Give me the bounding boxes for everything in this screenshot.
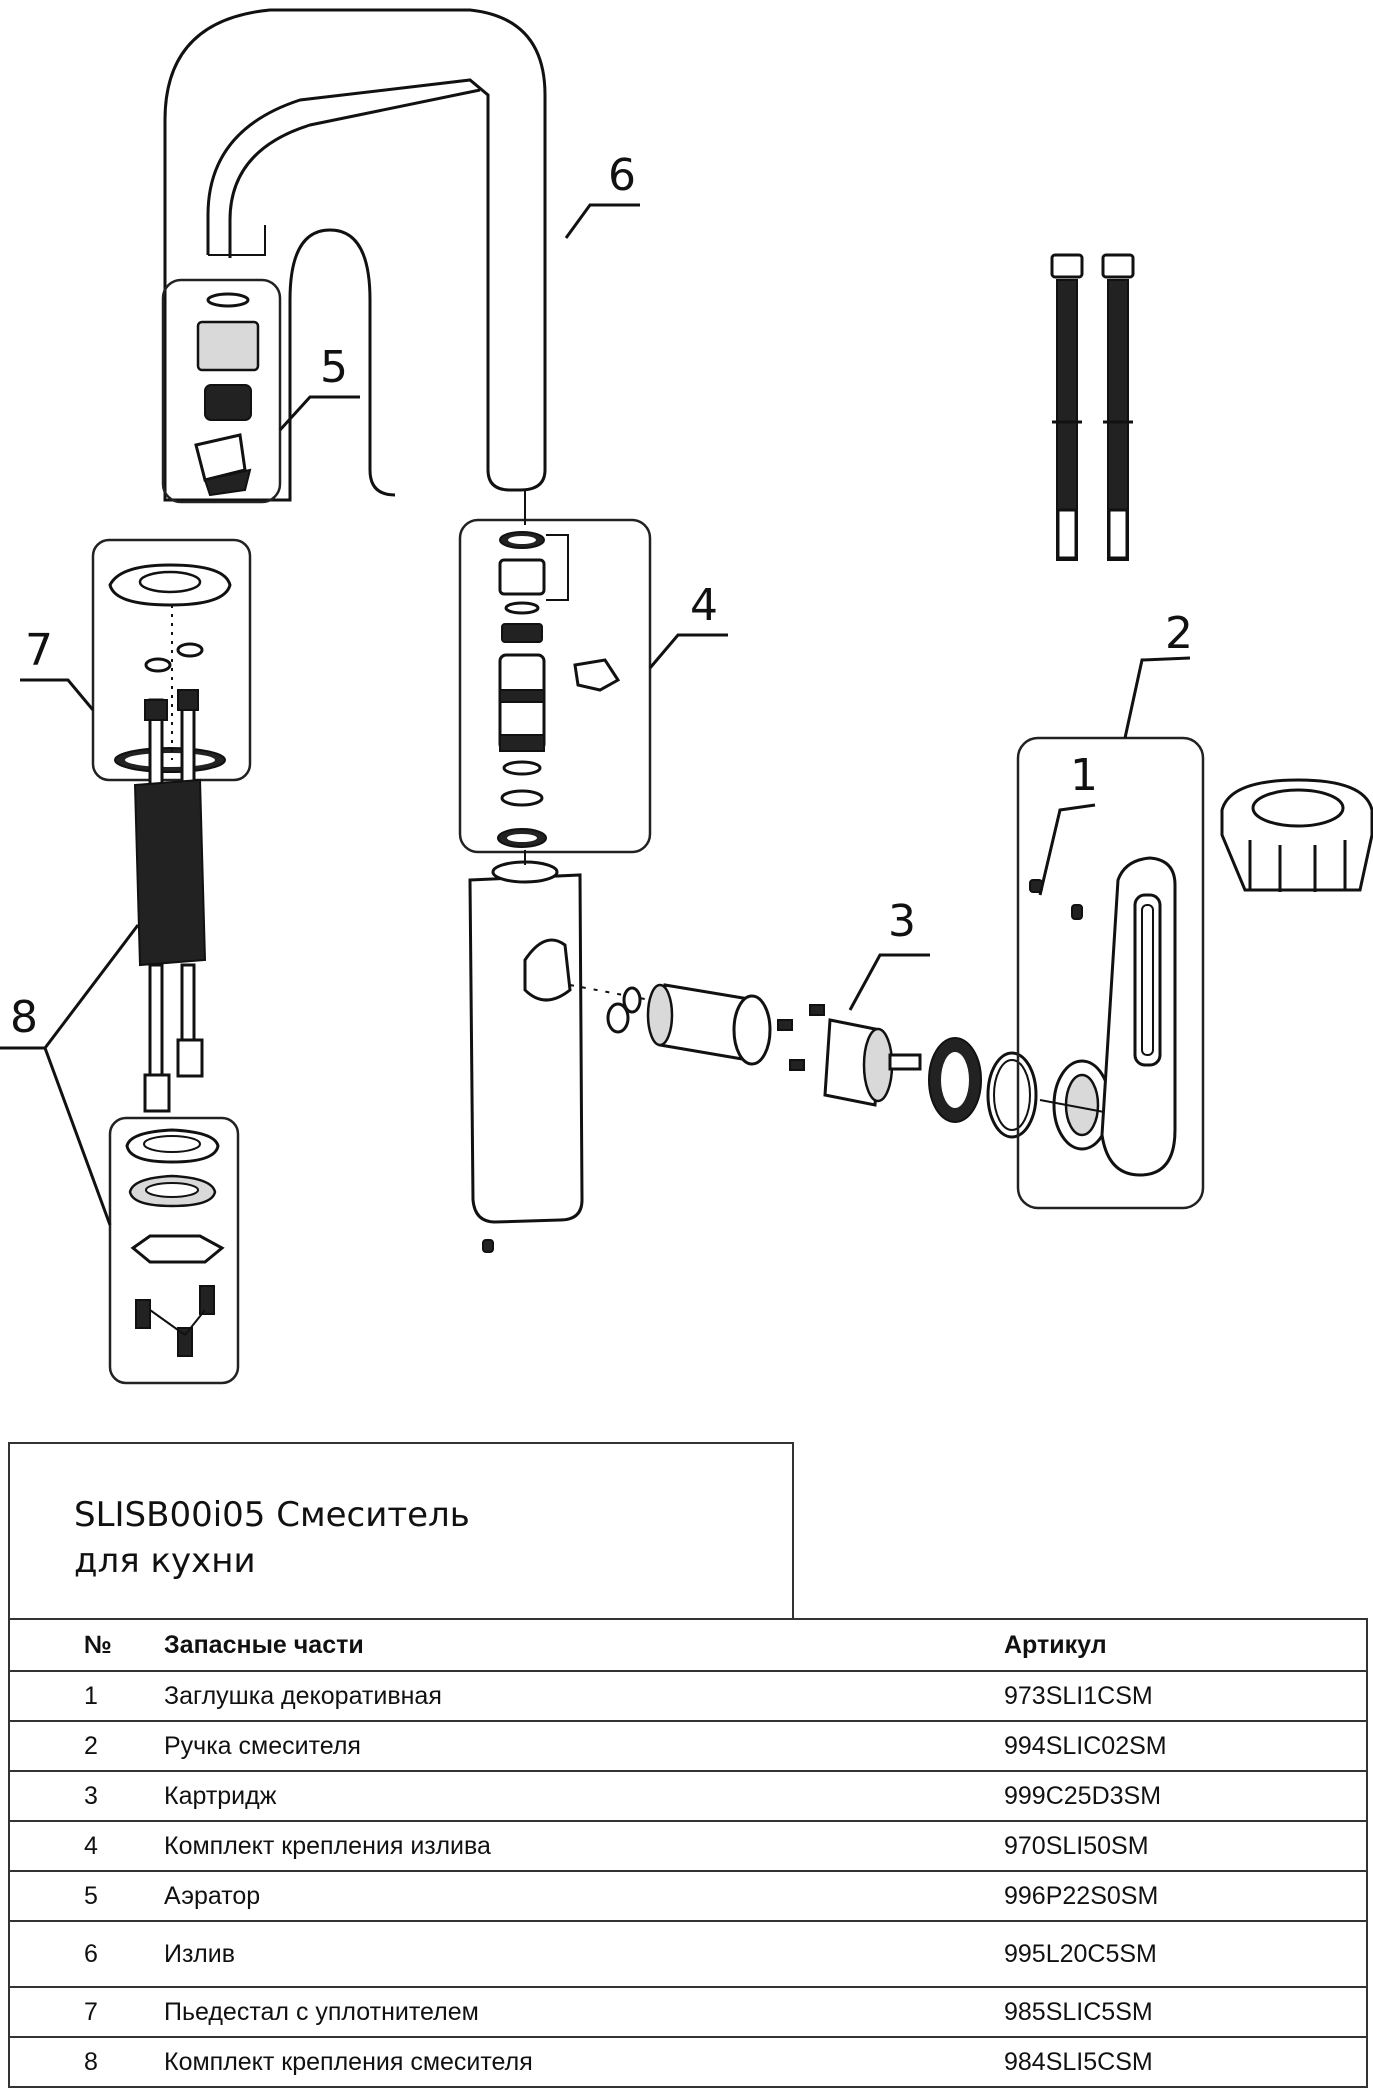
row-name: Излив	[164, 1920, 1004, 1988]
header-article: Артикул	[1004, 1618, 1367, 1672]
spout-mount-parts	[497, 531, 621, 848]
title-block: SLISB00i05 Смеситель для кухни	[8, 1442, 794, 1620]
group-box-spout-mount	[458, 518, 652, 854]
table-row: 8 Комплект крепления смесителя 984SLI5CS…	[9, 2036, 1367, 2088]
row-article: 973SLI1CSM	[1004, 1670, 1367, 1722]
row-article: 994SLIC02SM	[1004, 1720, 1367, 1772]
row-name: Аэратор	[164, 1870, 1004, 1922]
table-row: 5 Аэратор 996P22S0SM	[9, 1870, 1367, 1922]
aerator-parts	[194, 292, 260, 497]
exploded-parts-diagram: 1 2 3 4 5 6 7 8	[0, 8, 1373, 1385]
callout-2: 2	[1165, 608, 1193, 659]
row-name: Комплект крепления смесителя	[164, 2036, 1004, 2088]
group-box-aerator	[161, 278, 282, 504]
header-no: №	[9, 1618, 164, 1672]
row-name: Заглушка декоративная	[164, 1670, 1004, 1722]
row-no: 2	[9, 1720, 164, 1772]
callout-7: 7	[25, 625, 53, 676]
row-no: 4	[9, 1820, 164, 1872]
row-article: 984SLI5CSM	[1004, 2036, 1367, 2088]
group-box-pedestal	[91, 538, 252, 782]
mount-kit-parts	[125, 1128, 225, 1357]
row-article: 970SLI50SM	[1004, 1820, 1367, 1872]
mounting-nut	[1220, 778, 1373, 892]
callout-6: 6	[608, 150, 636, 201]
row-article: 996P22S0SM	[1004, 1870, 1367, 1922]
group-box-mount-kit	[108, 1116, 240, 1385]
row-article: 995L20C5SM	[1004, 1920, 1367, 1988]
row-name: Ручка смесителя	[164, 1720, 1004, 1772]
callout-4: 4	[690, 580, 718, 631]
table-header-row: № Запасные части Артикул	[9, 1618, 1367, 1672]
table-row: 6 Излив 995L20C5SM	[9, 1920, 1367, 1988]
row-name: Пьедестал с уплотнителем	[164, 1986, 1004, 2038]
pedestal-parts	[108, 563, 232, 773]
row-no: 1	[9, 1670, 164, 1722]
handle	[1029, 856, 1177, 1177]
callout-1: 1	[1070, 750, 1098, 801]
document-title: SLISB00i05 Смеситель для кухни	[74, 1495, 470, 1581]
callout-5: 5	[320, 342, 348, 393]
group-box-handle	[1016, 736, 1205, 1210]
leader-lines	[0, 203, 1191, 1226]
threaded-stud	[133, 689, 207, 1113]
table-row: 3 Картридж 999C25D3SM	[9, 1770, 1367, 1822]
table-row: 1 Заглушка декоративная 973SLI1CSM	[9, 1670, 1367, 1722]
row-no: 7	[9, 1986, 164, 2038]
callout-3: 3	[888, 896, 916, 947]
table-row: 7 Пьедестал с уплотнителем 985SLIC5SM	[9, 1986, 1367, 2038]
table-row: 4 Комплект крепления излива 970SLI50SM	[9, 1820, 1367, 1872]
row-name: Комплект крепления излива	[164, 1820, 1004, 1872]
flexible-hoses	[1050, 253, 1135, 561]
row-no: 8	[9, 2036, 164, 2088]
spout	[163, 8, 547, 502]
row-no: 5	[9, 1870, 164, 1922]
row-no: 3	[9, 1770, 164, 1822]
table-row: 2 Ручка смесителя 994SLIC02SM	[9, 1720, 1367, 1772]
row-no: 6	[9, 1920, 164, 1988]
row-name: Картридж	[164, 1770, 1004, 1822]
header-name: Запасные части	[164, 1618, 1004, 1672]
callouts: 1 2 3 4 5 6 7 8	[10, 150, 1193, 1043]
callout-8: 8	[10, 992, 38, 1043]
row-article: 999C25D3SM	[1004, 1770, 1367, 1822]
spare-parts-table: № Запасные части Артикул 1 Заглушка деко…	[8, 1618, 1368, 2088]
mixer-body	[468, 860, 584, 1253]
cartridge-assembly	[569, 983, 1121, 1151]
row-article: 985SLIC5SM	[1004, 1986, 1367, 2038]
